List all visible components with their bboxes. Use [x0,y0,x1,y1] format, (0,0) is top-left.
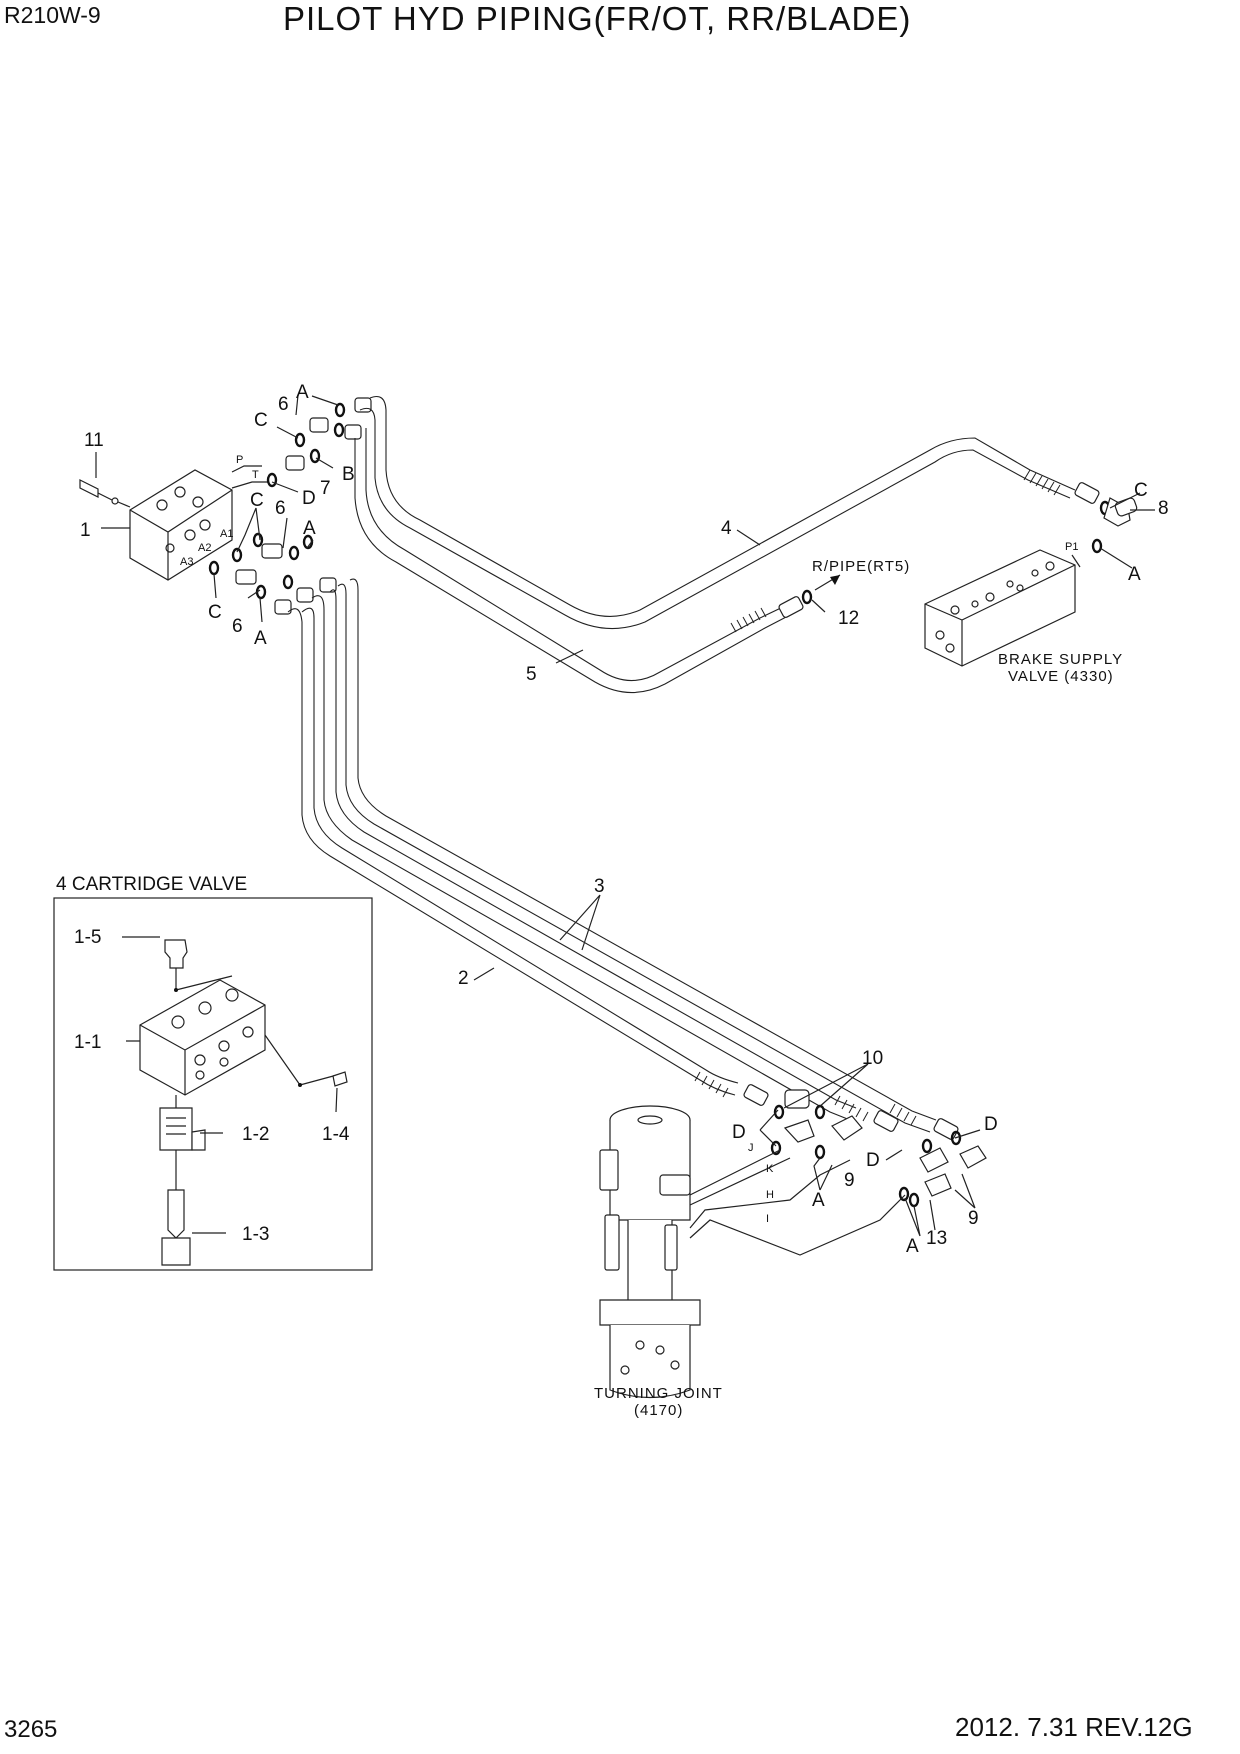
callout-d-top: D [302,488,316,509]
callout-b: B [342,464,355,485]
inset-frame [53,897,373,1271]
port-j-label: J [748,1142,754,1154]
callout-6-mid: 6 [275,498,286,519]
callout-3: 3 [594,876,605,897]
callout-d-left: D [732,1122,746,1143]
port-k-label: K [766,1163,774,1175]
hose-end-5 [730,574,841,633]
port-a1-label: A1 [220,528,233,540]
callout-1: 1 [80,520,91,541]
brake-supply-valve [924,549,1076,667]
port-h-label: H [766,1189,774,1201]
port-t-label: T [252,469,259,481]
model-number: R210W-9 [4,2,101,28]
callout-c-top: C [254,410,268,431]
brake-valve-label-2: VALVE (4330) [1008,668,1114,685]
turning-joint-label-2: (4170) [634,1402,683,1419]
callout-11: 11 [84,430,104,451]
port-i-label: I [766,1213,769,1225]
pipe-5 [354,428,791,694]
callout-9-right: 9 [968,1208,979,1229]
callout-a-low: A [254,628,267,649]
page-title: PILOT HYD PIPING(FR/OT, RR/BLADE) [283,0,912,37]
callout-a-right: A [1128,564,1141,585]
hose-ends-lower [694,1071,987,1208]
pilot-valve-block [129,469,233,581]
callout-2: 2 [458,968,469,989]
callout-10: 10 [862,1048,883,1069]
callout-1-1: 1-1 [74,1032,101,1053]
callout-a-mid: A [303,518,316,539]
brake-valve-label-1: BRAKE SUPPLY [998,651,1123,668]
port-a2-label: A2 [198,542,211,554]
revision-date: 2012. 7.31 REV.12G [955,1712,1193,1742]
callout-13: 13 [926,1228,947,1249]
callout-1-4: 1-4 [322,1124,350,1145]
callout-1-3: 1-3 [242,1224,269,1245]
pipe-4 [359,395,1076,630]
callout-1-2: 1-2 [242,1124,269,1145]
callout-7: 7 [320,478,331,499]
callout-9-left: 9 [844,1170,855,1191]
turning-joint [599,1105,701,1399]
cartridge-valve-assembly [139,939,348,1266]
callout-c-low: C [208,602,222,623]
connector-group-top [208,397,372,615]
port-p1-label: P1 [1065,541,1078,553]
callout-a-bottom: A [906,1236,919,1257]
page-number: 3265 [4,1716,58,1743]
callout-5: 5 [526,664,537,685]
pipe-3 [323,619,937,1133]
callout-12: 12 [838,608,859,629]
port-p-label: P [236,454,243,466]
callout-d-right: D [984,1114,998,1135]
callout-c-mid: C [250,490,264,511]
bolt-11 [79,479,131,508]
port-a3-label: A3 [180,556,193,568]
callout-6-low: 6 [232,616,243,637]
turning-joint-label-1: TURNING JOINT [594,1385,723,1402]
leader-lines [95,394,1155,1237]
turning-joint-lines [689,1149,906,1256]
callout-c-right: C [1134,480,1148,501]
callout-6-top: 6 [278,394,289,415]
callout-a-left: A [812,1190,825,1211]
hose-end-4 [1023,469,1138,554]
inset-callout-lines [122,936,338,1234]
callout-a-top: A [296,382,309,403]
callout-8: 8 [1158,498,1169,519]
callout-d-mid: D [866,1150,880,1171]
rpipe-label: R/PIPE(RT5) [812,558,910,575]
callout-1-5: 1-5 [74,927,101,948]
pipe-2 [301,645,739,1096]
callout-4: 4 [721,518,732,539]
inset-title: 4 CARTRIDGE VALVE [56,874,247,895]
